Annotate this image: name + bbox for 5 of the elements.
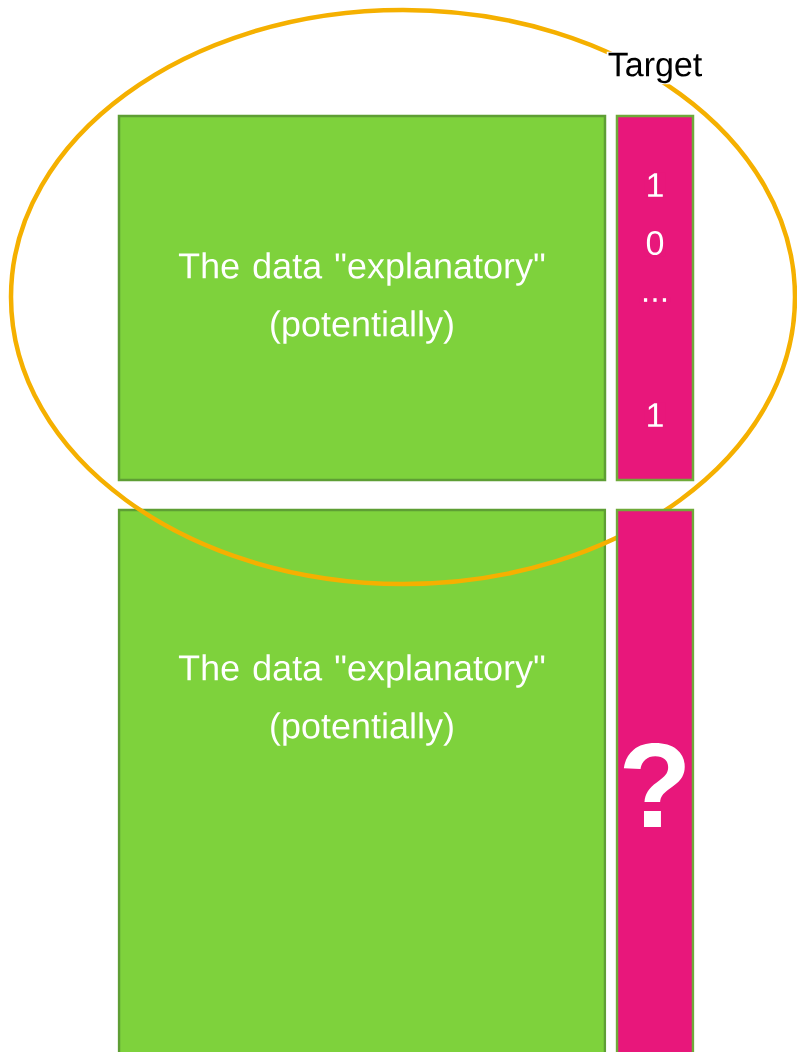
data-box: The data "explanatory" (potentially) [117, 114, 607, 482]
data-box: The data "explanatory" (potentially) [117, 508, 607, 1052]
target-column: Target 1 0 ... 1 [606, 51, 704, 482]
target-column: ? [615, 508, 695, 1052]
node-label: Target [608, 52, 703, 84]
